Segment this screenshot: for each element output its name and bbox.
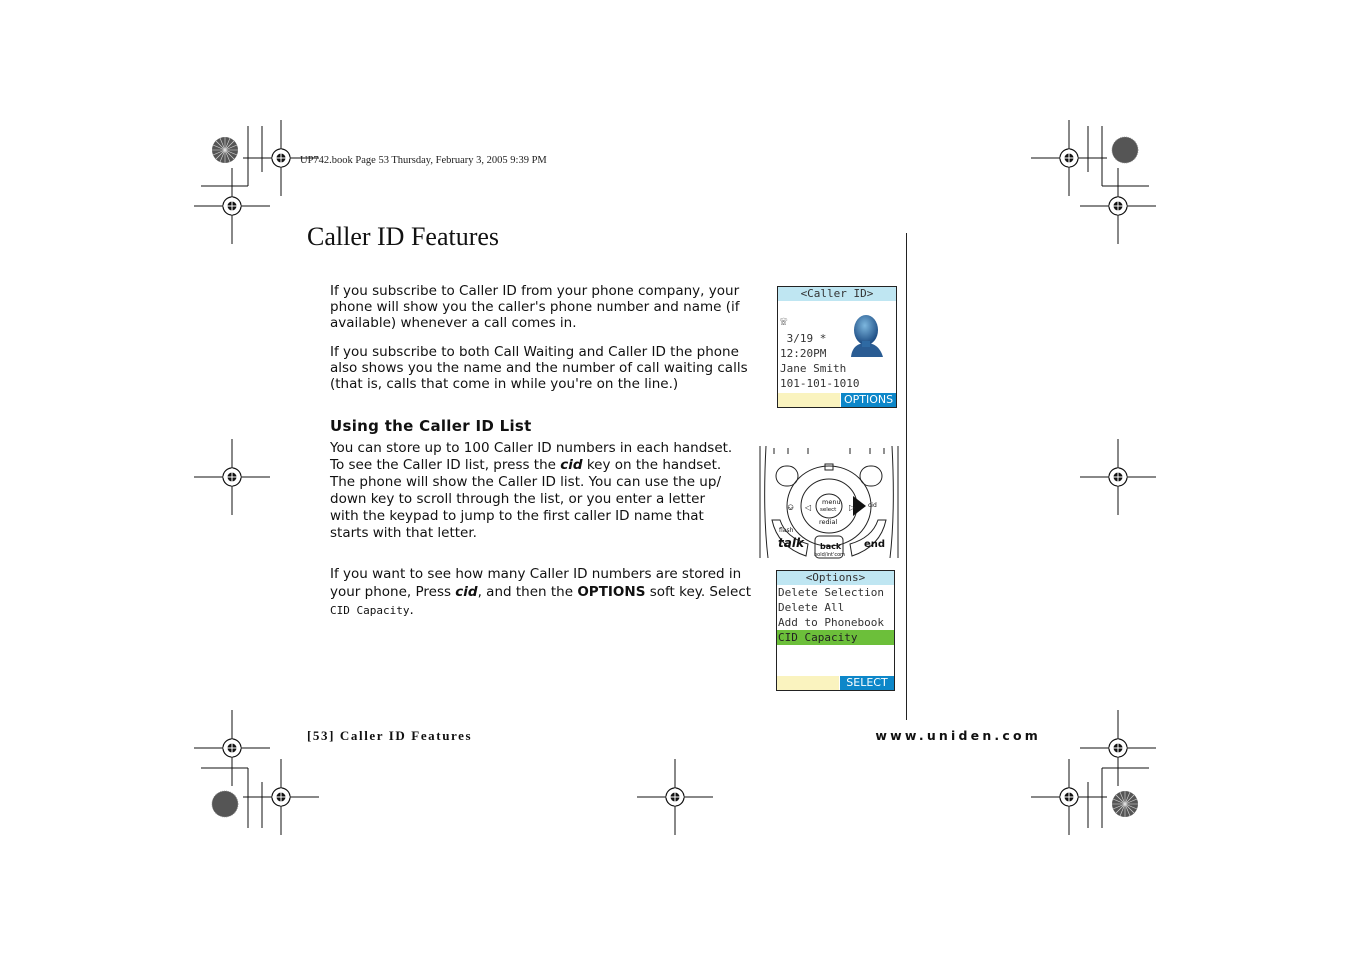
- caller-name: Jane Smith: [780, 362, 847, 375]
- page-footer-title: [53] Caller ID Features: [307, 728, 473, 743]
- registration-mark: [1030, 119, 1108, 197]
- call-date: 3/19 *: [786, 332, 827, 345]
- softkey-left-blank: [778, 393, 840, 407]
- talk-key-label: talk: [778, 536, 805, 550]
- halftone-mark: [1111, 136, 1139, 164]
- options-key-text: OPTIONS: [577, 584, 646, 600]
- back-key-label: back: [820, 542, 842, 551]
- options-softkey[interactable]: OPTIONS: [841, 393, 896, 407]
- registration-mark: [193, 167, 271, 245]
- registration-mark: [1079, 167, 1157, 245]
- registration-mark: [242, 758, 320, 836]
- registration-mark: [1079, 709, 1157, 787]
- page-title: Caller ID Features: [307, 222, 500, 251]
- section-paragraph-2: If you want to see how many Caller ID nu…: [330, 566, 752, 618]
- caller-photo-icon: [851, 315, 883, 357]
- flash-key-label: flash: [779, 527, 794, 534]
- screen-header: <Caller ID>: [778, 287, 896, 301]
- section-paragraph-1: You can store up to 100 Caller ID number…: [330, 440, 733, 541]
- starburst-mark: [1111, 790, 1139, 818]
- caller-id-screen: <Caller ID> ☏ 3/19 * 12:20PM Jane Smith …: [777, 286, 897, 408]
- svg-text:▷: ▷: [849, 503, 856, 512]
- intro-paragraph-2: If you subscribe to both Call Waiting an…: [330, 344, 748, 393]
- cid-key-text: cid: [455, 584, 478, 600]
- registration-mark: [1079, 438, 1157, 516]
- arrow-pointer-icon: [853, 496, 866, 516]
- cid-key-text: cid: [560, 457, 583, 473]
- halftone-mark: [211, 790, 239, 818]
- redial-key-label: redial: [819, 518, 837, 526]
- phone-icon: ☏: [780, 314, 788, 328]
- registration-mark: [1030, 758, 1108, 836]
- intro-paragraph-1: If you subscribe to Caller ID from your …: [330, 283, 740, 332]
- cid-key-label: cid: [868, 502, 877, 509]
- option-add-to-phonebook[interactable]: Add to Phonebook: [778, 616, 884, 629]
- option-cid-capacity[interactable]: CID Capacity: [777, 630, 894, 645]
- registration-mark: [636, 758, 714, 836]
- options-screen: <Options> Delete Selection Delete All Ad…: [776, 570, 895, 691]
- svg-text:◁: ◁: [804, 503, 811, 512]
- select-key-label: select: [820, 507, 837, 513]
- cid-capacity-text: CID Capacity: [330, 604, 410, 617]
- end-key-label: end: [864, 539, 885, 550]
- starburst-mark: [211, 136, 239, 164]
- column-rule: [906, 233, 907, 720]
- softkey-left-blank: [777, 676, 839, 690]
- caller-number: 101-101-1010: [780, 377, 860, 390]
- menu-key-label: menu: [822, 498, 841, 506]
- section-heading: Using the Caller ID List: [330, 417, 532, 435]
- option-delete-all[interactable]: Delete All: [778, 601, 845, 614]
- registration-mark: [193, 709, 271, 787]
- handset-illustration: ⎉ ◁ ▷ menu select redial cid flash talk …: [759, 445, 899, 559]
- website-url: www.uniden.com: [875, 728, 1041, 743]
- select-softkey[interactable]: SELECT: [840, 676, 894, 690]
- option-delete-selection[interactable]: Delete Selection: [778, 586, 884, 599]
- call-time: 12:20PM: [780, 347, 827, 360]
- hold-key-label: hold/int'com: [814, 552, 845, 558]
- print-slug: UP742.book Page 53 Thursday, February 3,…: [300, 155, 547, 166]
- registration-mark: [193, 438, 271, 516]
- svg-text:⎉: ⎉: [787, 503, 794, 513]
- screen-header: <Options>: [777, 571, 894, 585]
